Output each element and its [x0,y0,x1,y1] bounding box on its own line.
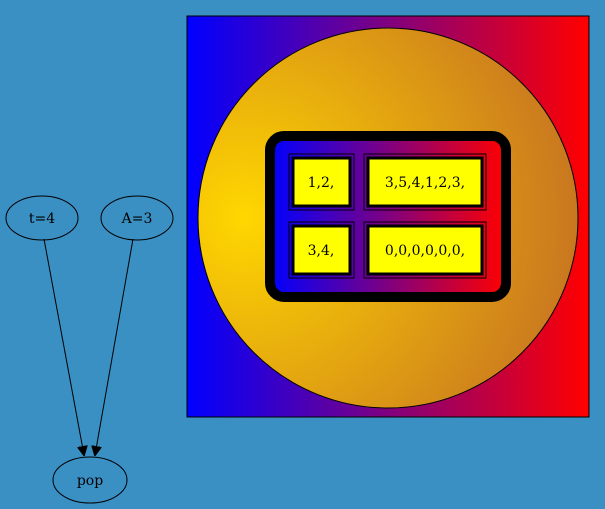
node-pop[interactable]: pop [52,456,128,504]
table-cell-text: 3,5,4,1,2,3, [385,175,465,191]
node-a-shape [100,195,174,241]
node-a-label: A=3 [121,211,153,227]
table-cell-text: 0,0,0,0,0,0, [385,243,465,259]
table-cell-text: 3,4, [308,243,335,259]
table-cell [366,156,484,208]
table-cell-border [288,221,355,279]
table-cell-text: 1,2, [308,175,335,191]
node-pop-label: pop [77,473,103,489]
node-t-shape [5,195,79,241]
edge-a-to-pop [95,238,134,455]
table-cell-border [363,153,487,211]
table-cell [291,156,352,208]
node-a[interactable]: A=3 [100,195,174,241]
table-cell-border [363,221,487,279]
node-square[interactable]: 1,2, 3,5,4,1,2,3, 3,4, 0,0,0,0,0,0, [186,15,590,418]
table-cell [291,224,352,276]
edge-t-to-pop [43,238,84,455]
node-t-label: t=4 [29,211,55,227]
record-table: 1,2, 3,5,4,1,2,3, 3,4, 0,0,0,0,0,0, [265,131,511,302]
table-cell [366,224,484,276]
table-cell-border [288,153,355,211]
node-t[interactable]: t=4 [5,195,79,241]
node-pop-shape [52,456,128,504]
